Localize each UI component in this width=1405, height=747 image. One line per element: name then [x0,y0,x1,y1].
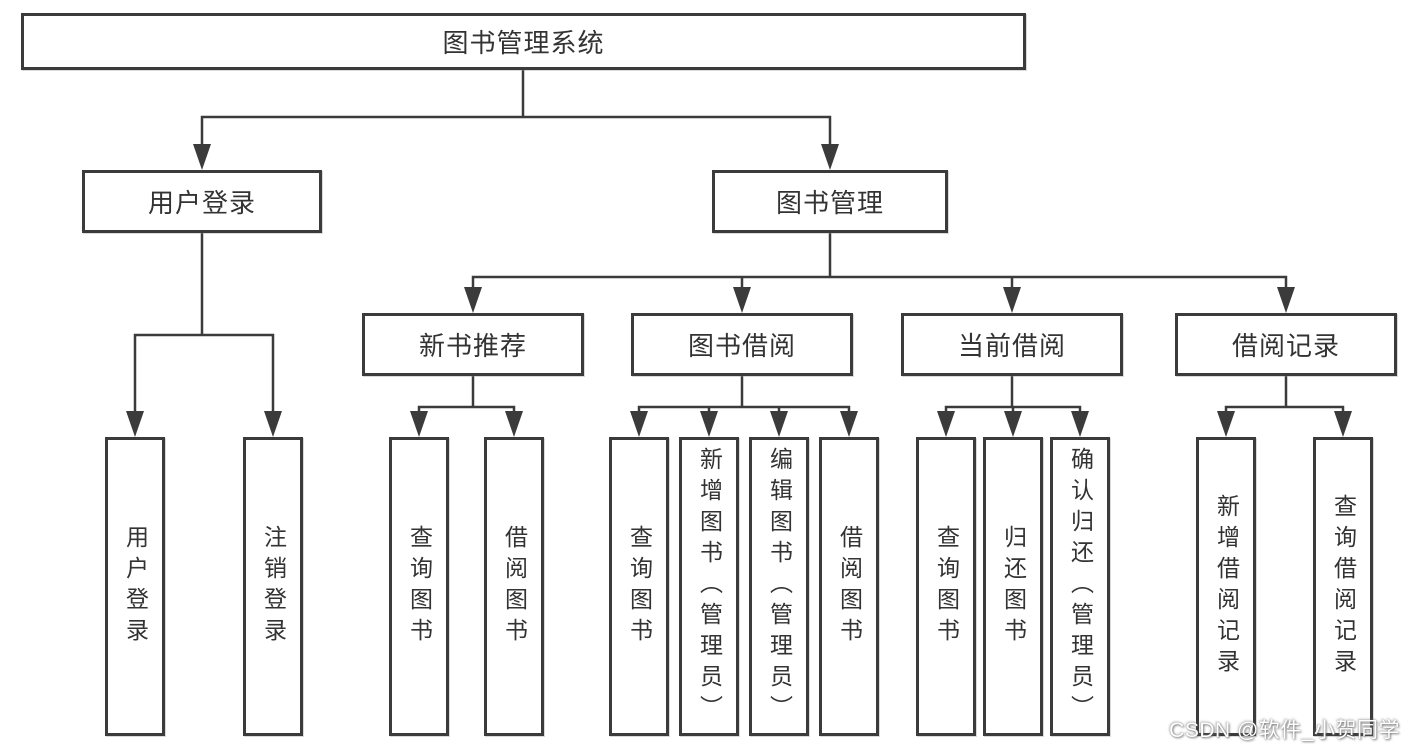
leaf-query-borrow-record: 查询借阅记录 [1313,437,1373,736]
leaf-borrow-books: 借阅图书 [819,437,879,736]
leaf-confirm-return-admin: 确认归还（管理员） [1050,437,1110,736]
node-label: 新书推荐 [418,331,527,361]
node-label: 新增图书（管理员） [696,447,723,726]
node-label: 图书管理 [775,188,884,218]
leaf-user-login: 用户登录 [105,437,165,736]
node-label: 借阅图书 [501,524,528,649]
watermark: CSDN @软件_小贺同学 [1169,719,1400,742]
node-label: 查询借阅记录 [1330,493,1357,680]
node-label: 用户登录 [147,188,256,218]
node-new-book-recommendation: 新书推荐 [362,313,584,376]
leaf-query-books-borrowing: 查询图书 [609,437,669,736]
node-label: 查询图书 [933,524,960,649]
node-label: 借阅图书 [836,524,863,649]
node-label: 借阅记录 [1231,331,1340,361]
node-label: 新增借阅记录 [1213,493,1240,680]
leaf-query-books-current: 查询图书 [916,437,976,736]
node-book-borrowing: 图书借阅 [631,313,853,376]
node-library-management-system: 图书管理系统 [21,13,1026,70]
leaf-query-books-recommend: 查询图书 [389,437,449,736]
leaf-logout: 注销登录 [243,437,303,736]
leaf-borrow-books-recommend: 借阅图书 [484,437,544,736]
leaf-add-borrow-record: 新增借阅记录 [1196,437,1256,736]
node-label: 当前借阅 [957,331,1066,361]
node-label: 注销登录 [260,524,287,649]
leaf-add-books-admin: 新增图书（管理员） [679,437,739,736]
node-label: 图书管理系统 [442,28,605,58]
node-label: 确认归还（管理员） [1067,447,1094,726]
node-label: 归还图书 [1000,524,1027,649]
node-user-login: 用户登录 [82,170,322,233]
leaf-edit-books-admin: 编辑图书（管理员） [749,437,809,736]
leaf-return-books: 归还图书 [983,437,1043,736]
node-book-management: 图书管理 [712,170,948,233]
node-label: 用户登录 [122,524,149,649]
node-label: 编辑图书（管理员） [766,447,793,726]
node-current-borrowing: 当前借阅 [901,313,1123,376]
node-label: 图书借阅 [687,331,796,361]
node-label: 查询图书 [626,524,653,649]
node-label: 查询图书 [406,524,433,649]
node-borrowing-records: 借阅记录 [1175,313,1397,376]
